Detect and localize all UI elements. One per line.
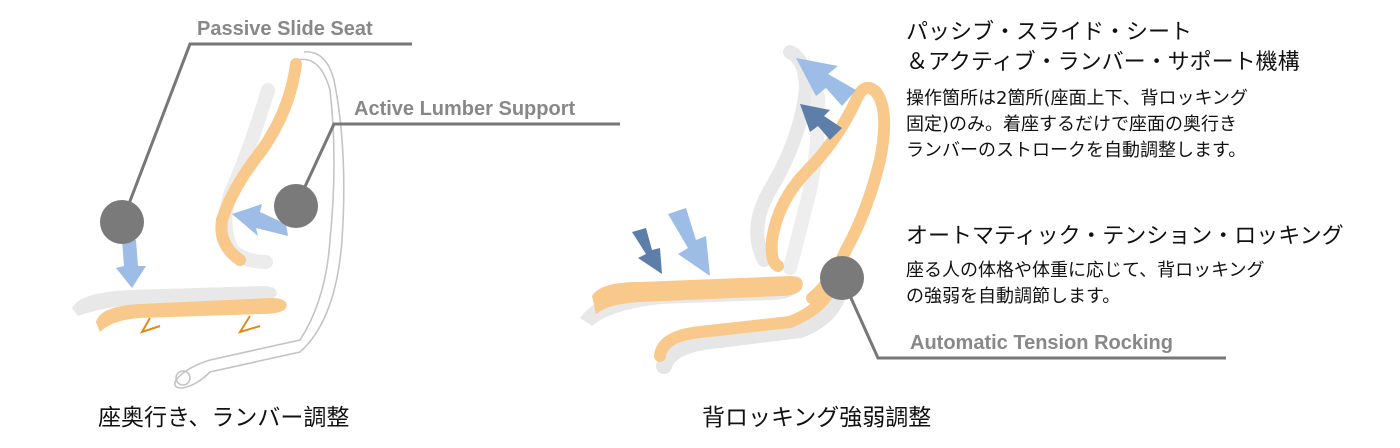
right-pivot-circle-icon [820, 256, 864, 300]
right-seat-arrow-down-dark [632, 228, 662, 274]
automatic-tension-rocking-label: Automatic Tension Rocking [910, 332, 1173, 354]
right-seat-cushion [592, 276, 803, 314]
section1-body-line3: ランバーのストロークを自動調整します。 [906, 140, 1247, 161]
section2-body-line1: 座る人の体格や体重に応じて、背ロッキング [906, 260, 1265, 281]
automatic-tension-rocking-leader [840, 277, 1226, 360]
left-seat-pin-front [139, 317, 161, 334]
section1-title-line2: ＆アクティブ・ランバー・サポート機構 [906, 50, 1300, 75]
section2-body-line2: の強弱を自動調節します。 [906, 286, 1121, 307]
right-seat-arrow-up-dark [800, 104, 842, 140]
left-seat-pin-rear [237, 315, 261, 334]
section1-body-line1: 操作箇所は2箇所(座面上下、背ロッキング [906, 88, 1248, 109]
left-seat-frame [174, 51, 345, 389]
section1-title-line1: パッシブ・スライド・シート [906, 20, 1193, 45]
left-seat-cushion [96, 298, 287, 332]
left-seat-pivot-hole [175, 370, 191, 386]
right-seat-arrow-down-light [668, 208, 710, 276]
left-pivot-circle-icon [100, 200, 144, 244]
active-lumber-support-leader [294, 122, 620, 207]
left-seat-diagram [72, 42, 620, 389]
left-seat-shadow-cushion [72, 286, 277, 316]
left-seat-arrow-down [116, 240, 146, 288]
active-lumber-support-label: Active Lumber Support [354, 98, 576, 120]
right-seat-backrest [765, 81, 882, 272]
lumbar-pivot-circle-icon [274, 184, 318, 228]
left-diagram-caption: 座奥行き、ランバー調整 [98, 405, 350, 431]
passive-slide-seat-leader [120, 42, 412, 223]
right-seat-shadow-base [656, 282, 848, 374]
left-seat-backrest [215, 58, 302, 266]
right-diagram-caption: 背ロッキング強弱調整 [702, 405, 932, 431]
right-seat-diagram [580, 45, 1226, 374]
passive-slide-seat-label: Passive Slide Seat [197, 18, 373, 40]
right-seat-base [654, 284, 836, 362]
section1-body-line2: 固定)のみ。着座するだけで座面の奥行き [906, 114, 1238, 135]
left-seat-arrow-left [232, 204, 288, 236]
section2-title: オートマティック・テンション・ロッキング [906, 224, 1344, 249]
right-seat-arrow-up-light [796, 58, 856, 106]
